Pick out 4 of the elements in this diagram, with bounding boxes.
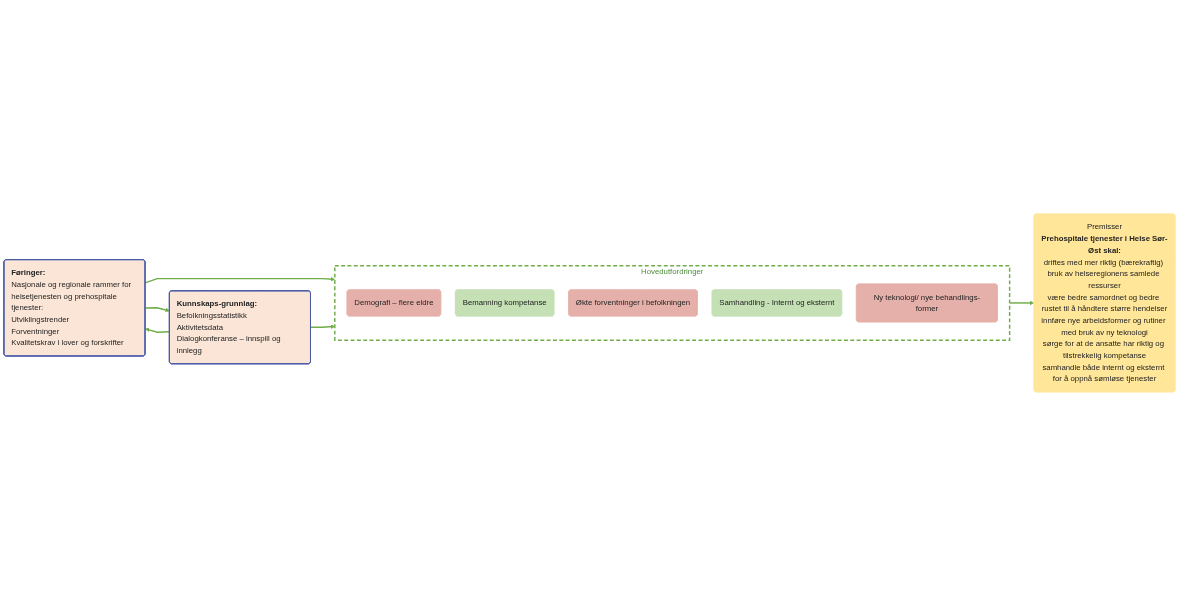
arrow [309,324,335,329]
arrow [145,327,171,333]
arrow [144,306,170,312]
arrow [144,276,335,284]
